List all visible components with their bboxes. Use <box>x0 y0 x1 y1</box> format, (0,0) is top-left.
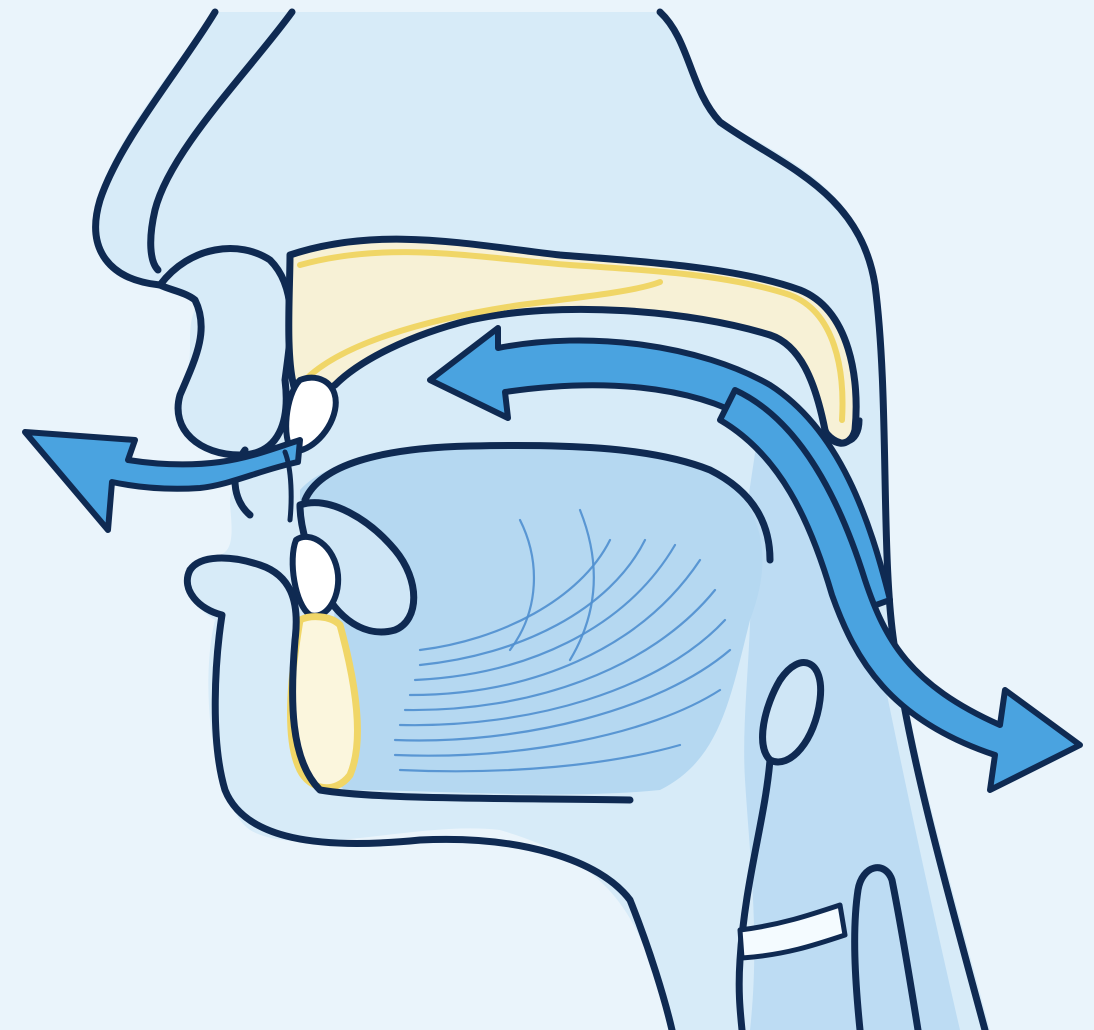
lower-tooth <box>293 537 339 616</box>
